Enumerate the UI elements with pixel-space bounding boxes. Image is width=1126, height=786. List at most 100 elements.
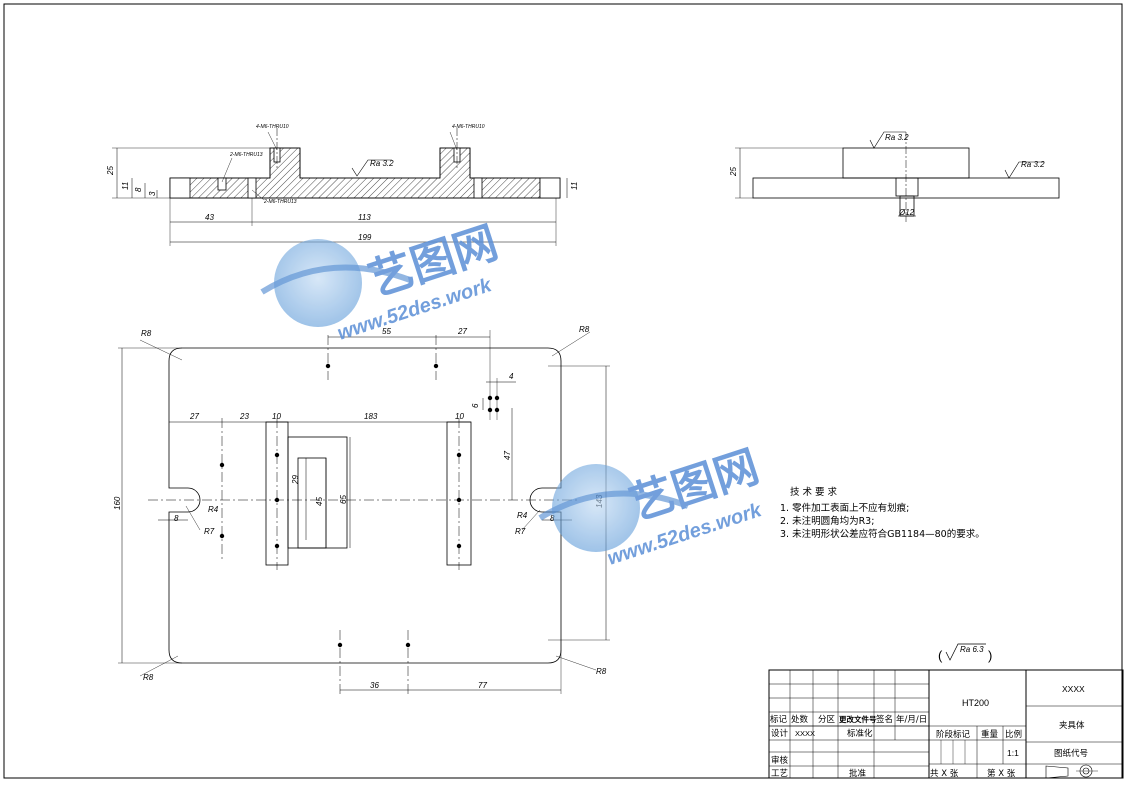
leader-line [551,331,591,357]
dim-label: 10 [455,412,464,421]
tb-marker: 标记 [770,714,788,725]
leader-line [449,131,458,151]
tb-standardize: 标准化 [847,728,873,739]
hole-left-2 [247,177,257,199]
title-block-frame [768,669,1124,779]
dim-label: 45 [315,497,324,506]
tech-item: 2. 未注明圆角均为R3; [780,515,874,527]
watermark-logo-2: 艺图网 www.52des.work [538,441,765,570]
hole-callout: 2-M6-THRU13 [263,199,297,205]
dim-label: 36 [370,681,379,690]
globe-icon [274,239,362,327]
dim-label: 25 [106,166,115,176]
dim-label: 43 [205,213,214,222]
hole-left-1 [217,177,227,191]
dim-label: 3 [148,191,157,196]
dim-label: 8 [174,514,179,523]
dim-label: 113 [358,213,371,222]
roughness-label: Ra 3.2 [885,133,909,142]
dim-label: R4 [517,511,528,520]
tb-date: 年/月/日 [896,714,927,725]
tb-count: 处数 [791,714,809,725]
tb-zone: 分区 [818,715,836,725]
leader-line [139,655,179,677]
leader-line [555,655,597,671]
dim-label: R8 [143,673,154,682]
tech-item: 1. 零件加工表面上不应有划痕; [780,502,909,514]
dim-label: 23 [239,412,249,421]
tb-process: 工艺 [771,769,788,779]
tb-design: 设计 [771,728,789,739]
dim-label: Ø12 [898,208,915,217]
tb-scale-value: 1:1 [1007,748,1019,758]
tb-sheet-no: 第 X 张 [987,768,1016,779]
side-view [735,131,1060,222]
paren-right: ) [988,648,992,663]
dim-label: 8 [550,514,555,523]
swoosh-icon [538,490,690,521]
tb-company: XXXX [1062,684,1085,694]
dim-label: 25 [729,167,738,177]
dim-label: 65 [339,495,348,504]
dim-label: 27 [189,412,199,421]
hole-callout: 4-M6-THRU10 [452,124,485,130]
hole-callout: 2-M6-THRU13 [229,152,263,158]
plate-outline [168,347,562,664]
dim-label: 160 [113,496,122,510]
dim-label: R8 [579,325,590,334]
left-slot-cut [169,177,191,199]
sheet-border [3,3,1123,779]
dim-label: R4 [208,505,219,514]
general-roughness: ( Ra 6.3 ) [938,643,992,663]
leader-line [521,509,541,531]
hole-right [473,177,483,199]
title-block [768,669,1124,779]
tech-requirements: 技 术 要 求 1. 零件加工表面上不应有划痕; 2. 未注明圆角均为R3; 3… [780,486,985,540]
right-slot-cut [539,177,561,199]
tb-weight: 重量 [981,729,999,740]
dim-label: 11 [121,182,130,190]
tb-stage-mark: 阶段标记 [936,729,971,740]
side-boss [895,177,919,197]
dim-label: 29 [291,475,300,485]
center-pocket [287,436,348,549]
dim-label: 8 [134,187,143,192]
dim-label: 199 [358,233,372,242]
dim-label: R8 [141,329,152,338]
projection-cone-icon [1045,765,1069,779]
tb-approve: 批准 [849,768,867,779]
roughness-symbol [1004,161,1044,179]
dim-label: 27 [457,327,467,336]
dim-label: R7 [204,527,215,536]
tb-part-name: 夹具体 [1059,720,1085,731]
roughness-label: Ra 3.2 [370,159,394,168]
dim-label: 11 [570,182,579,190]
leader-line [139,339,183,361]
dim-label: 10 [272,412,281,421]
dim-label: 183 [364,412,378,421]
globe-icon [552,464,640,552]
tb-scale: 比例 [1005,729,1022,740]
dim-label: 55 [382,327,391,336]
tb-total-sheets: 共 X 张 [930,769,959,779]
dim-label: R8 [596,667,607,676]
paren-left: ( [938,648,943,663]
tb-design-value: XXXX [795,729,815,738]
front-view-labels: 25 11 8 3 11 43 113 199 4-M6-THRU10 4-M6… [106,124,579,242]
tb-drawing-no: 图纸代号 [1054,748,1088,759]
title-block-text: 标记 处数 分区 更改文件号 签名 年/月/日 设计 XXXX 标准化 审核 工… [770,684,1088,779]
plan-view [118,330,610,694]
watermark-logo-1: 艺图网 www.52des.work [260,217,504,345]
swoosh-icon [260,264,412,295]
dim-label: 77 [478,681,487,690]
roughness-symbol [869,131,906,149]
dim-label: 47 [503,451,512,460]
front-view [112,128,568,246]
tb-material: HT200 [962,698,989,708]
roughness-label: Ra 6.3 [960,645,984,654]
roughness-symbol [351,159,392,177]
tb-review: 审核 [771,755,789,766]
hole-markers [219,363,500,648]
leader-line [185,505,201,531]
